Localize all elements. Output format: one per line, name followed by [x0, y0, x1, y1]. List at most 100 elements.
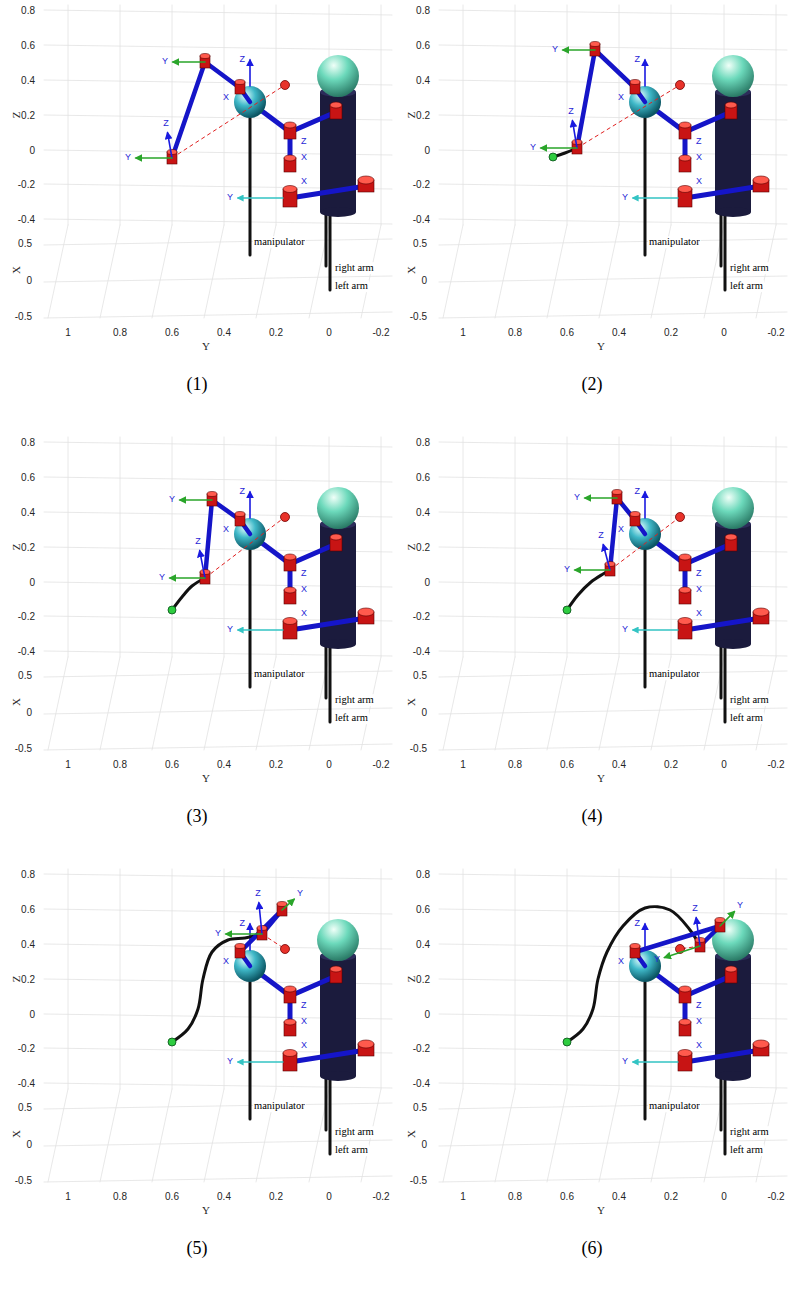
- grid-line: [439, 874, 787, 879]
- arm-link: [685, 618, 761, 630]
- subfigure-caption: (3): [186, 807, 209, 827]
- figure-part: [679, 554, 691, 560]
- grid-line: [776, 869, 777, 1089]
- robot-body: [320, 1071, 356, 1081]
- grid-line: [44, 1176, 392, 1182]
- tick-label: 0.4: [611, 759, 627, 770]
- grid-line: [567, 5, 568, 225]
- tick-label: 0.4: [415, 939, 431, 950]
- robot-head: [317, 55, 359, 97]
- tick-label: 0.4: [415, 507, 431, 518]
- tick-label: 0.5: [412, 670, 428, 681]
- tick-label: 1: [459, 327, 467, 338]
- joint-cylinder: [284, 1019, 296, 1036]
- support-post: [325, 212, 328, 266]
- grid-line: [68, 5, 69, 225]
- tick-label: 0.6: [20, 904, 36, 915]
- figure-part: [725, 534, 737, 540]
- figure-part: [330, 102, 342, 108]
- frame-label: X: [695, 609, 703, 619]
- frame-label: X: [222, 525, 230, 535]
- tick-label: 0.6: [559, 1191, 575, 1202]
- manipulator-link: [635, 926, 720, 952]
- frame-axis-arrow: [644, 924, 646, 950]
- tick-label: 0: [325, 759, 333, 770]
- support-post: [329, 644, 332, 722]
- joint-cylinder: [590, 42, 600, 57]
- figure-part: [284, 587, 296, 593]
- figure-part: [753, 608, 769, 616]
- frame-label: Z: [239, 919, 247, 929]
- frame-axis-arrow: [720, 912, 734, 926]
- tick-label: 0.8: [507, 759, 523, 770]
- figure-part: [630, 80, 640, 85]
- axis-label: Y: [596, 340, 606, 352]
- joint-cylinder: [679, 155, 691, 172]
- frame-axis-arrow: [238, 1061, 283, 1062]
- figure-part: [284, 155, 296, 161]
- frame-label: Y: [214, 929, 222, 939]
- joint-cylinder: [284, 554, 296, 571]
- grid-line: [463, 437, 464, 657]
- arm-link: [290, 618, 366, 630]
- grid-line: [439, 10, 787, 15]
- tick-label: 0.2: [415, 110, 431, 121]
- tick-label: 0.6: [20, 40, 36, 51]
- figure-part: [678, 1050, 692, 1057]
- tick-label: -0.4: [17, 646, 36, 657]
- tick-label: -0.5: [409, 311, 428, 322]
- tick-label: 0.8: [20, 437, 36, 448]
- figure-part: [200, 54, 210, 59]
- tick-label: 0.8: [112, 1191, 128, 1202]
- target-point: [676, 513, 685, 522]
- tick-label: 0: [25, 1139, 33, 1150]
- grid-line: [44, 1103, 392, 1109]
- joint-cylinder: [630, 512, 640, 527]
- frame-axis-arrow: [200, 551, 205, 578]
- joint-cylinder: [330, 102, 342, 119]
- axis-label: Y: [596, 772, 606, 784]
- frame-label: Z: [695, 137, 703, 147]
- tick-label: -0.2: [371, 759, 390, 770]
- arm-label: left arm: [729, 280, 764, 292]
- joint-cylinder: [725, 534, 737, 551]
- tick-label: 0: [325, 327, 333, 338]
- target-line: [172, 85, 285, 158]
- grid-line: [44, 651, 392, 656]
- grid-line: [44, 671, 392, 677]
- arm-label: left arm: [334, 712, 369, 724]
- robot-head: [712, 919, 754, 961]
- target-point: [676, 81, 685, 90]
- tick-label: 0.4: [216, 1191, 232, 1202]
- grid-line: [439, 1176, 787, 1182]
- joint-cylinder: [725, 102, 737, 119]
- tick-label: -0.4: [412, 214, 431, 225]
- tick-label: 1: [459, 1191, 467, 1202]
- frame-label: Y: [653, 955, 661, 965]
- grid-line: [276, 5, 277, 225]
- grid-line: [671, 437, 672, 657]
- arm-label: manipulator: [253, 1100, 306, 1112]
- frame-label: Z: [634, 55, 642, 65]
- frame-axis-arrow: [572, 121, 577, 148]
- grid-line: [44, 442, 392, 447]
- tick-label: 0.2: [20, 110, 36, 121]
- manipulator-link: [610, 498, 617, 570]
- tick-label: 0: [720, 1191, 728, 1202]
- joint-cylinder: [284, 122, 296, 139]
- joint-cylinder: [207, 492, 217, 507]
- support-post: [325, 1076, 328, 1130]
- axis-label: Y: [201, 772, 211, 784]
- frame-axis-arrow: [633, 1061, 678, 1062]
- grid-line: [224, 437, 225, 657]
- tick-label: 0: [720, 759, 728, 770]
- axis-label: Y: [201, 340, 211, 352]
- tick-label: 0: [420, 707, 428, 718]
- grid-line: [443, 657, 463, 750]
- frame-label: X: [617, 525, 625, 535]
- frame-label: X: [300, 153, 308, 163]
- joint-cylinder: [678, 618, 692, 640]
- figure-part: [235, 512, 245, 517]
- joint-cylinder: [678, 1050, 692, 1072]
- grid-line: [439, 219, 787, 224]
